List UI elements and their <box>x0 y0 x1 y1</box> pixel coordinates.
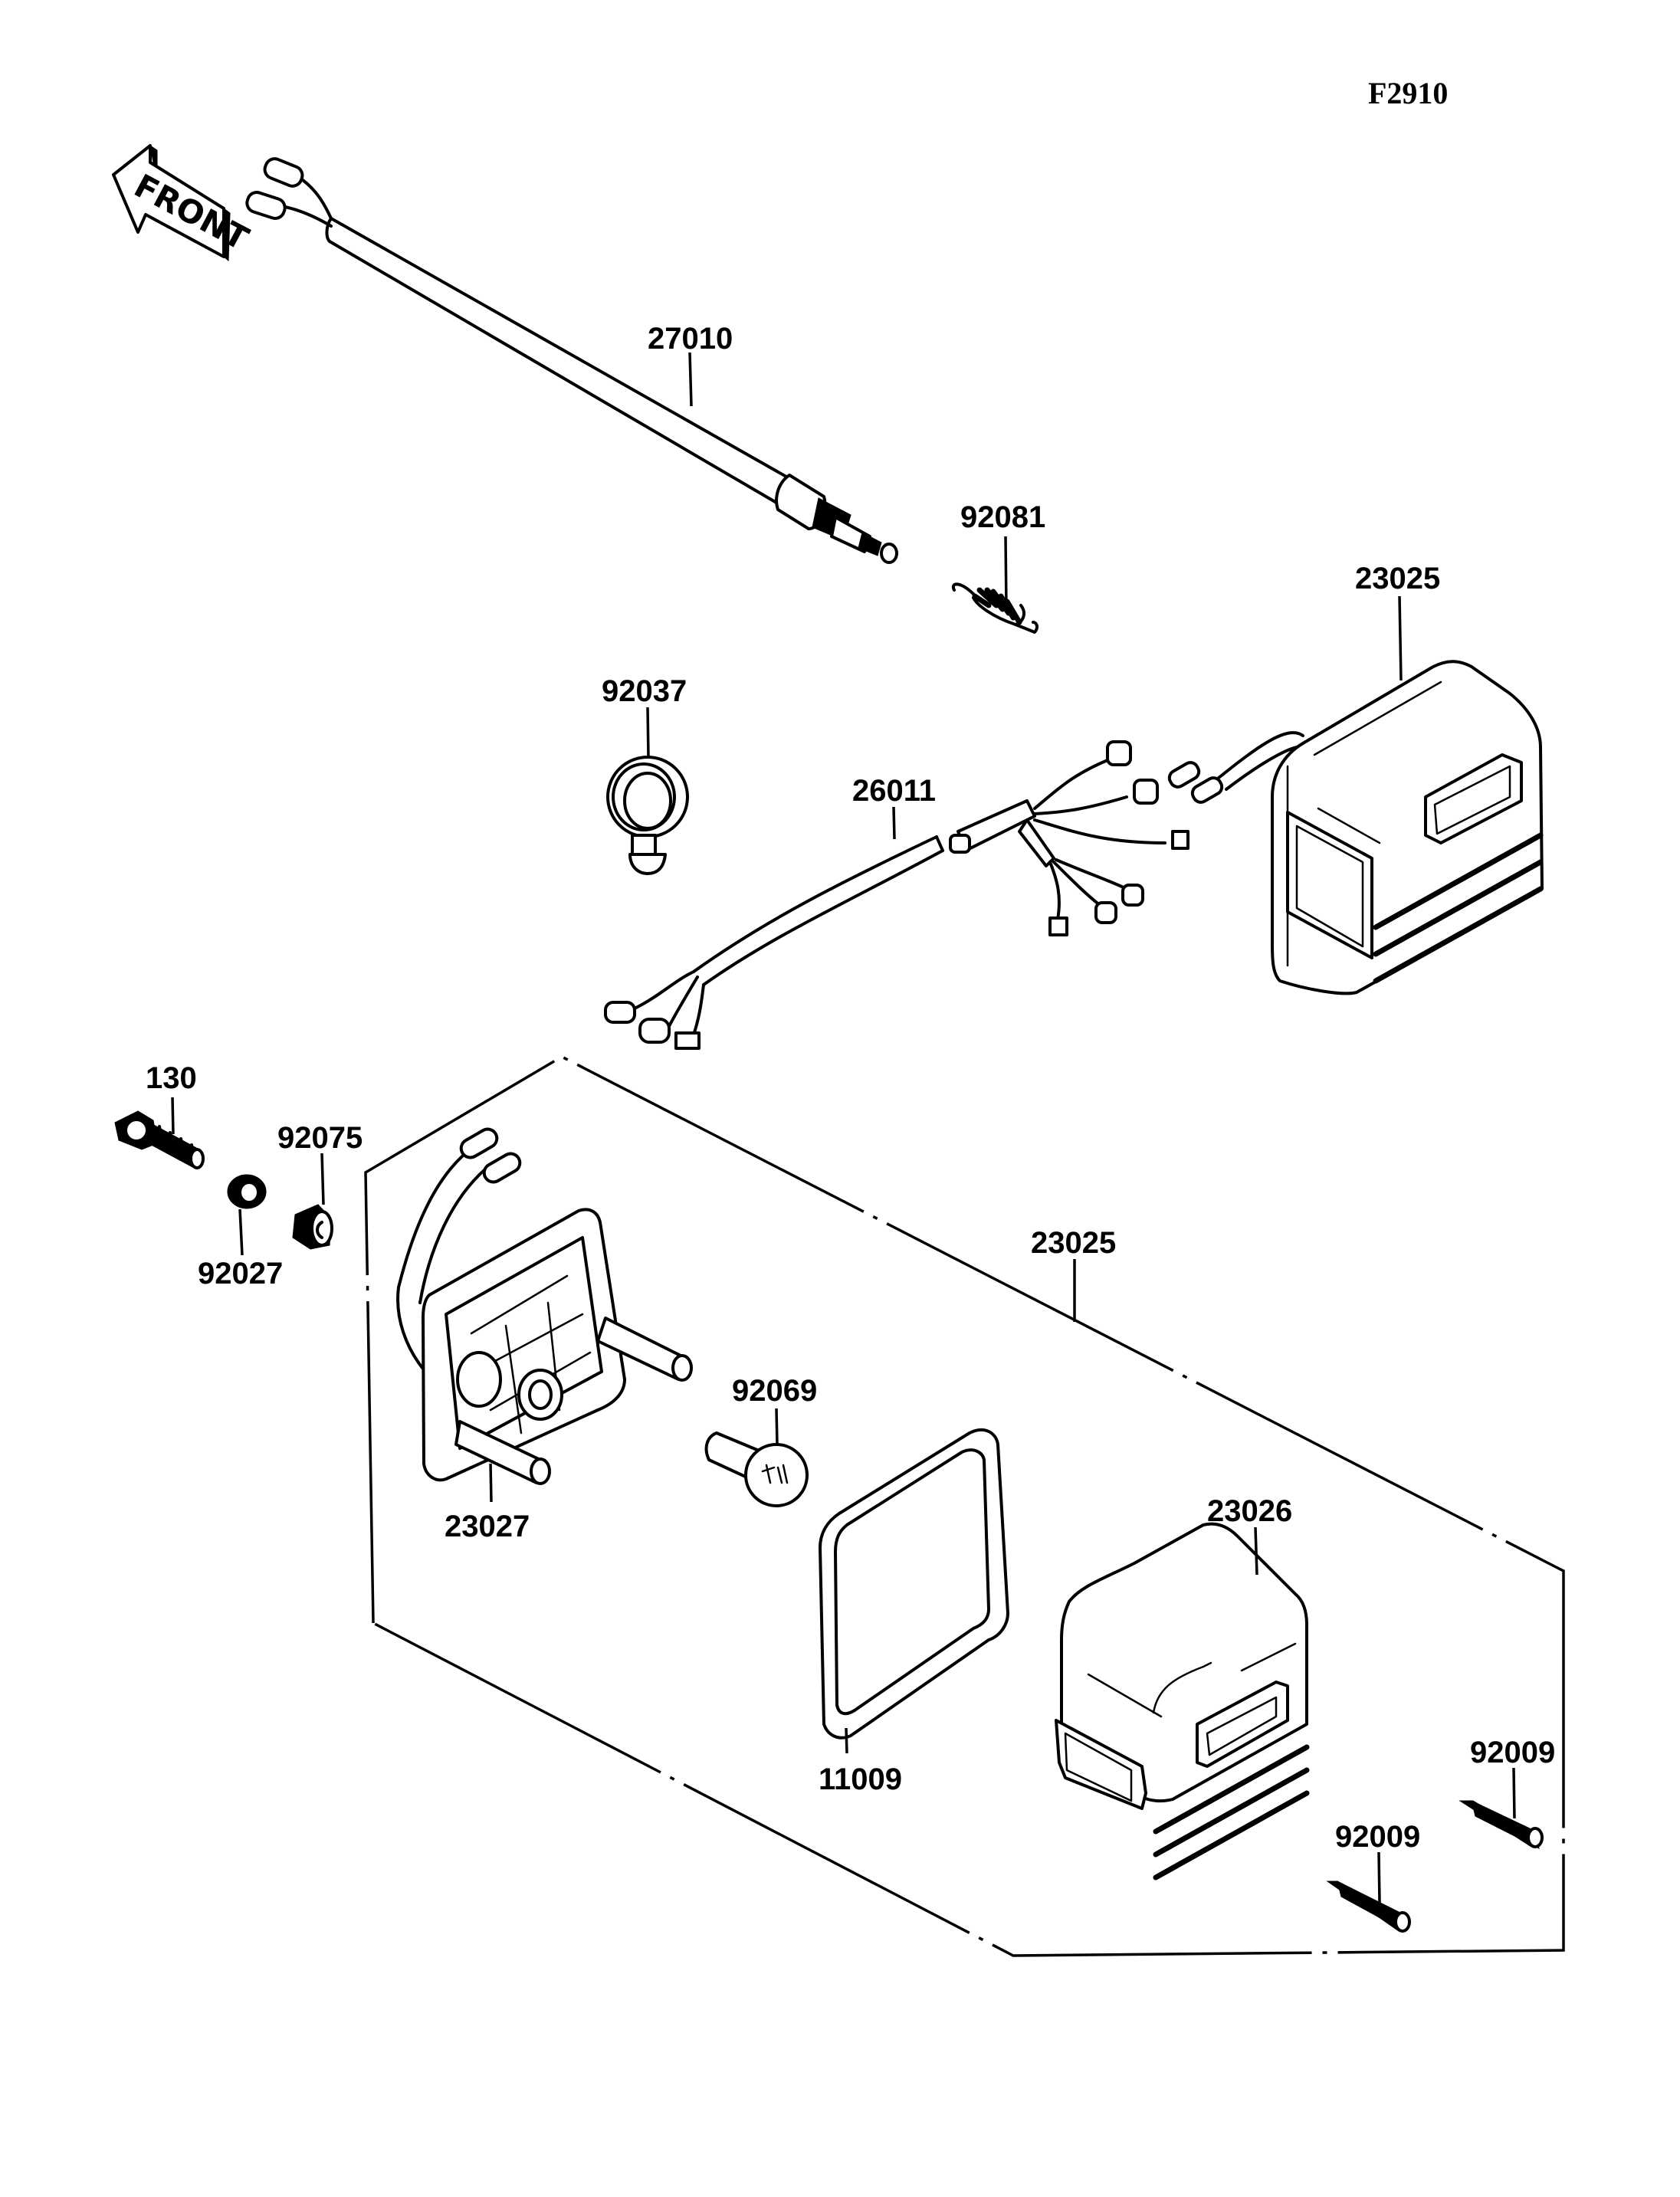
spring-icon <box>951 582 1039 634</box>
clamp-icon <box>606 756 689 875</box>
part-label-23027[interactable]: 23027 <box>445 1510 530 1543</box>
leader-92009-a <box>1377 1851 1381 1904</box>
part-label-11009[interactable]: 11009 <box>819 1763 902 1796</box>
wire-harness-icon <box>604 740 1189 1050</box>
leader-130 <box>171 1097 175 1135</box>
part-label-92037[interactable]: 92037 <box>602 674 687 708</box>
part-label-92069[interactable]: 92069 <box>732 1374 817 1408</box>
leader-92027 <box>238 1208 244 1256</box>
collar-icon <box>227 1174 267 1209</box>
front-direction-arrow-icon: FRONT <box>112 144 254 262</box>
part-label-92009-a[interactable]: 92009 <box>1335 1820 1420 1854</box>
part-label-23025-assembly[interactable]: 23025 <box>1031 1226 1116 1260</box>
leader-92075 <box>320 1153 325 1205</box>
bulb-icon <box>704 1431 809 1507</box>
grommet-icon <box>292 1204 333 1250</box>
assembly-frame-icon <box>364 1055 1565 1957</box>
figure-number: F2910 <box>1368 76 1448 110</box>
leader-23026 <box>1254 1526 1258 1576</box>
part-label-92027[interactable]: 92027 <box>198 1257 283 1290</box>
screw-icon <box>1459 1800 1544 1849</box>
leader-27010 <box>688 352 693 407</box>
part-label-23026[interactable]: 23026 <box>1207 1494 1292 1528</box>
leader-11009 <box>845 1727 848 1754</box>
leader-92069 <box>775 1408 779 1445</box>
part-label-92081[interactable]: 92081 <box>960 500 1045 534</box>
part-label-26011[interactable]: 26011 <box>852 774 936 808</box>
screw-icon <box>1326 1881 1411 1933</box>
part-label-92009-b[interactable]: 92009 <box>1470 1736 1555 1769</box>
part-label-92075[interactable]: 92075 <box>277 1121 363 1155</box>
switch-cable-icon <box>245 157 898 564</box>
leader-23025-top <box>1398 595 1403 681</box>
gasket-icon <box>819 1428 1009 1740</box>
taillight-icon <box>1167 660 1544 995</box>
part-label-27010[interactable]: 27010 <box>648 322 733 356</box>
lens-icon <box>1055 1522 1310 1881</box>
part-label-23025-top[interactable]: 23025 <box>1355 562 1440 595</box>
lamp-base-icon <box>396 1127 693 1485</box>
part-label-130[interactable]: 130 <box>146 1061 197 1095</box>
bolt-icon <box>114 1110 205 1169</box>
